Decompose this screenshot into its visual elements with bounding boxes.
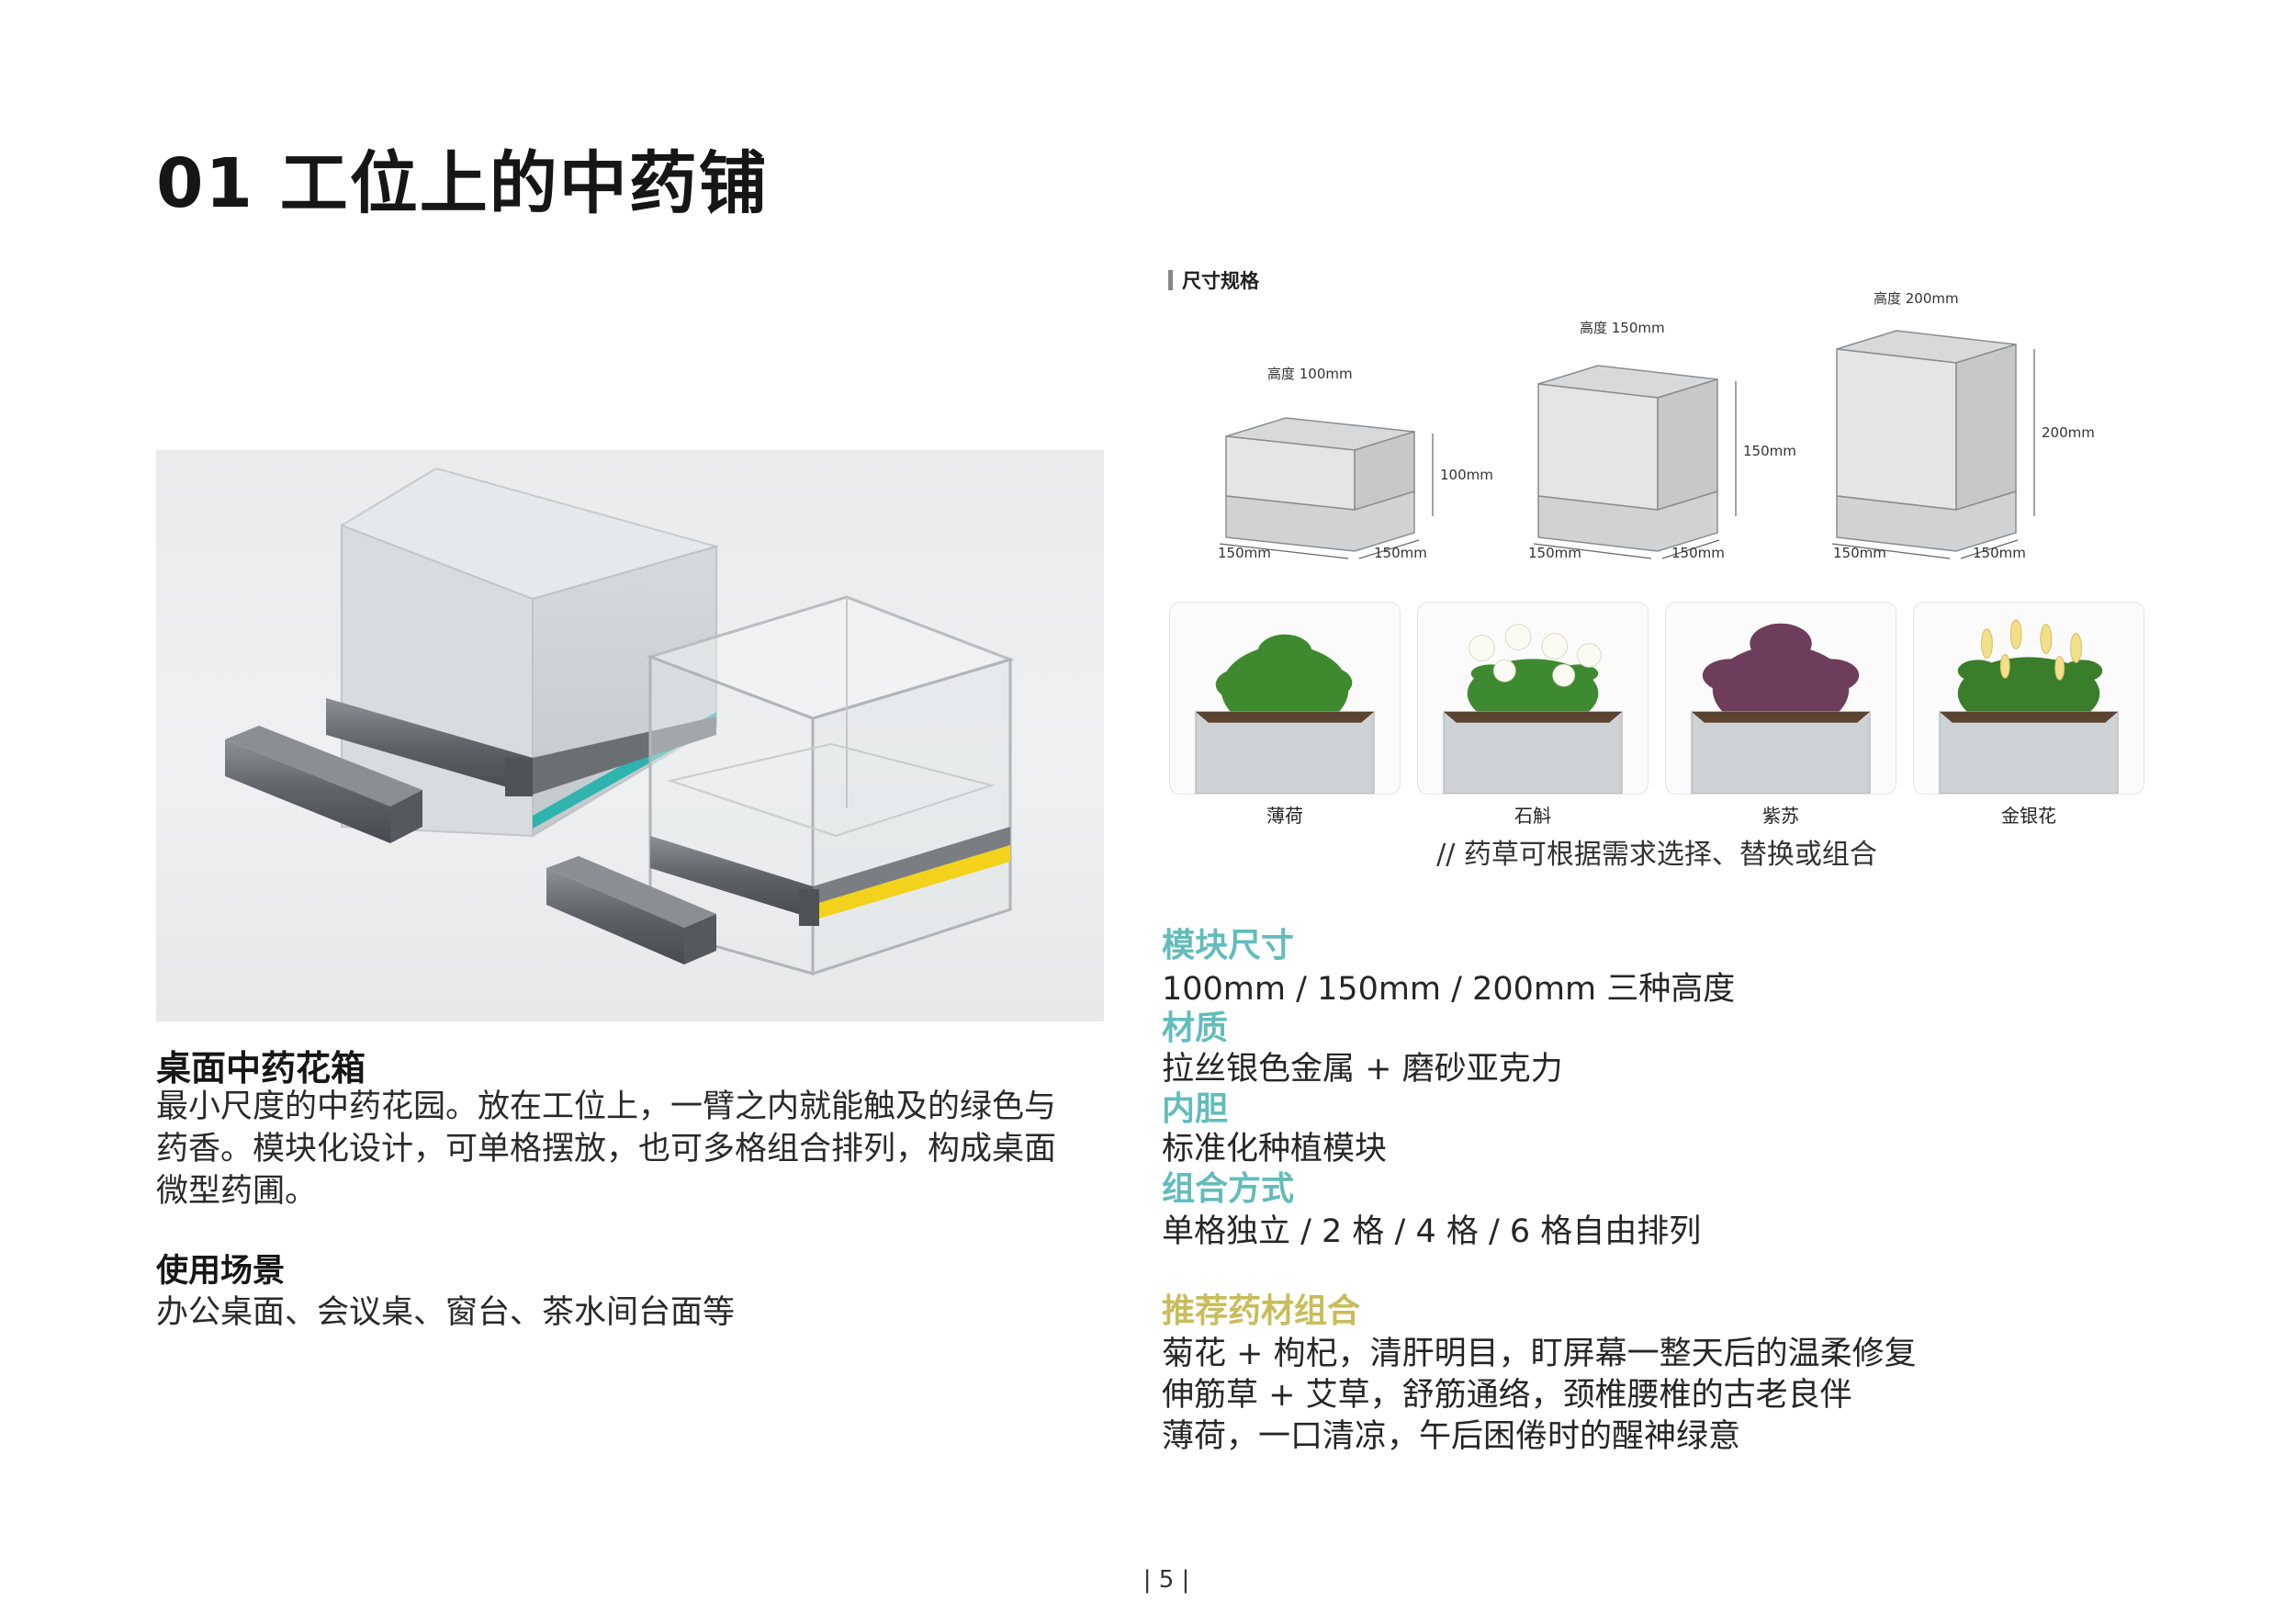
plant-note: // 药草可根据需求选择、替换或组合 xyxy=(1436,839,1877,871)
scene-text: 办公桌面、会议桌、窗台、茶水间台面等 xyxy=(156,1294,736,1331)
plant-card-perilla xyxy=(1665,602,1896,795)
mint-plant-image xyxy=(1195,634,1375,794)
spec-height-label: 高度 100mm xyxy=(1267,366,1353,382)
size-spec-diagram: 高度 100mm 100mm 150mm 150mm 高度 150mm 150m… xyxy=(1218,290,2095,561)
spec-height-label: 高度 200mm xyxy=(1874,290,1959,307)
page-title: 01 工位上的中药铺 xyxy=(156,144,769,223)
spec-width-label: 150mm xyxy=(1528,545,1581,561)
product-description: 最小尺度的中药花园。放在工位上，一臂之内就能触及的绿色与 药香。模块化设计，可单… xyxy=(156,1086,1111,1212)
recommend-line: 伸筋草 + 艾草，舒筋通络，颈椎腰椎的古老良伴 xyxy=(1162,1377,1852,1414)
clear-acrylic-box xyxy=(646,595,1015,976)
spec-box-200: 高度 200mm 200mm 150mm 150mm xyxy=(1831,290,2095,561)
spec-label-text: 尺寸规格 xyxy=(1182,270,1259,292)
spec-height-label: 高度 150mm xyxy=(1580,320,1665,336)
attr-value-combination: 单格独立 / 2 格 / 4 格 / 6 格自由排列 xyxy=(1162,1213,1702,1250)
attr-label-material: 材质 xyxy=(1162,1009,1229,1047)
product-title: 桌面中药花箱 xyxy=(156,1048,366,1088)
recommend-title: 推荐药材组合 xyxy=(1162,1292,1361,1330)
attr-label-liner: 内胆 xyxy=(1162,1090,1229,1128)
attr-label-size: 模块尺寸 xyxy=(1162,927,1295,964)
dendrobium-plant-image xyxy=(1443,624,1623,794)
honeysuckle-plant-image xyxy=(1939,619,2119,794)
plant-card-dendrobium xyxy=(1417,602,1649,795)
plant-name: 薄荷 xyxy=(1266,805,1303,827)
spec-side-label: 100mm xyxy=(1440,467,1493,483)
recommend-line: 薄荷，一口清凉，午后困倦时的醒神绿意 xyxy=(1162,1418,1741,1455)
spec-depth-label: 150mm xyxy=(1671,545,1725,561)
recommend-line: 菊花 + 枸杞，清肝明目，盯屏幕一整天后的温柔修复 xyxy=(1162,1336,1917,1372)
page-number: | 5 | xyxy=(1142,1566,1190,1594)
frosted-acrylic-box xyxy=(326,467,720,838)
spec-side-label: 150mm xyxy=(1743,443,1796,459)
spec-side-label: 200mm xyxy=(2042,424,2095,441)
attr-value-size: 100mm / 150mm / 200mm 三种高度 xyxy=(1162,971,1736,1008)
plant-name: 紫苏 xyxy=(1762,805,1799,827)
plant-name: 石斛 xyxy=(1514,805,1551,827)
scene-title: 使用场景 xyxy=(156,1253,286,1290)
spec-box-150: 高度 150mm 150mm 150mm 150mm xyxy=(1528,320,1796,561)
planter-boxes-illustration xyxy=(225,467,1015,976)
spec-width-label: 150mm xyxy=(1833,545,1886,561)
spec-depth-label: 150mm xyxy=(1374,545,1427,561)
product-render-image xyxy=(156,450,1104,1021)
spec-width-label: 150mm xyxy=(1218,545,1271,561)
spec-label: 尺寸规格 xyxy=(1168,266,1259,294)
plant-gallery xyxy=(1169,602,2144,796)
spec-box-100: 高度 100mm 100mm 150mm 150mm xyxy=(1218,366,1493,561)
perilla-plant-image xyxy=(1691,623,1871,794)
plant-card-mint xyxy=(1169,602,1401,795)
spec-depth-label: 150mm xyxy=(1973,545,2026,561)
product-desc-line: 微型药圃。 xyxy=(156,1173,318,1210)
loose-rail-left xyxy=(225,726,422,843)
plant-card-honeysuckle xyxy=(1913,602,2144,795)
product-desc-line: 最小尺度的中药花园。放在工位上，一臂之内就能触及的绿色与 xyxy=(156,1088,1057,1125)
spec-label-bar xyxy=(1168,270,1173,290)
attr-label-combination: 组合方式 xyxy=(1162,1170,1295,1208)
attr-value-material: 拉丝银色金属 + 磨砂亚克力 xyxy=(1162,1051,1563,1088)
attr-value-liner: 标准化种植模块 xyxy=(1162,1131,1388,1167)
loose-rail-right xyxy=(546,856,716,964)
product-desc-line: 药香。模块化设计，可单格摆放，也可多格组合排列，构成桌面 xyxy=(156,1131,1057,1167)
plant-name: 金银花 xyxy=(2001,805,2056,827)
